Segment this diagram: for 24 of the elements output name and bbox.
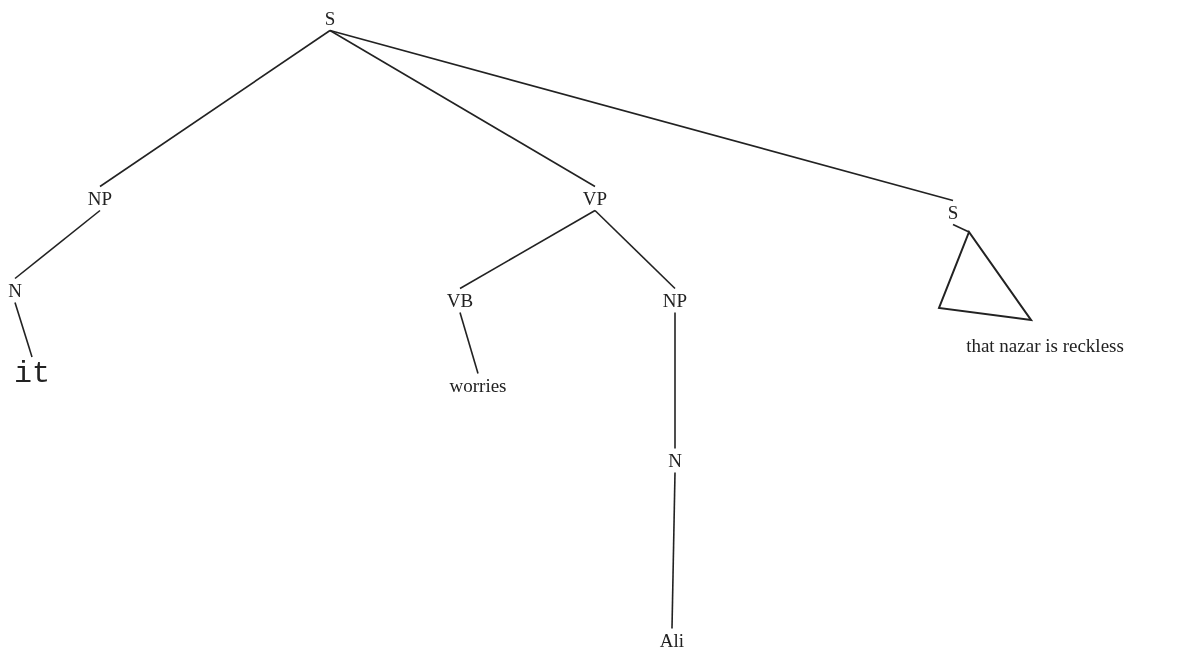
word-label: worries <box>449 375 507 395</box>
phrase-label: S <box>947 202 959 222</box>
word-label: it <box>14 359 50 389</box>
phrase-label: S <box>324 8 336 28</box>
tree-branch <box>14 301 33 358</box>
word-label: Ali <box>659 630 685 650</box>
phrase-label: NP <box>662 290 688 310</box>
tree-branch <box>14 209 101 280</box>
tree-branch <box>329 29 954 202</box>
tree-branch <box>674 311 676 450</box>
tree-branch <box>99 29 331 188</box>
tree-branch <box>952 223 970 233</box>
tree-branch <box>459 209 596 290</box>
tree-branch <box>459 311 479 375</box>
category-label: N <box>668 450 682 470</box>
phrase-label: NP <box>87 188 113 208</box>
triangle-shape <box>937 230 1033 322</box>
tree-branch <box>594 209 676 290</box>
tree-branch <box>671 471 676 630</box>
category-label: VB <box>446 290 474 310</box>
category-label: N <box>8 280 22 300</box>
phrase-label: VP <box>582 188 608 208</box>
phrase-text: that nazar is reckless <box>966 336 1124 355</box>
tree-branch <box>329 29 596 188</box>
